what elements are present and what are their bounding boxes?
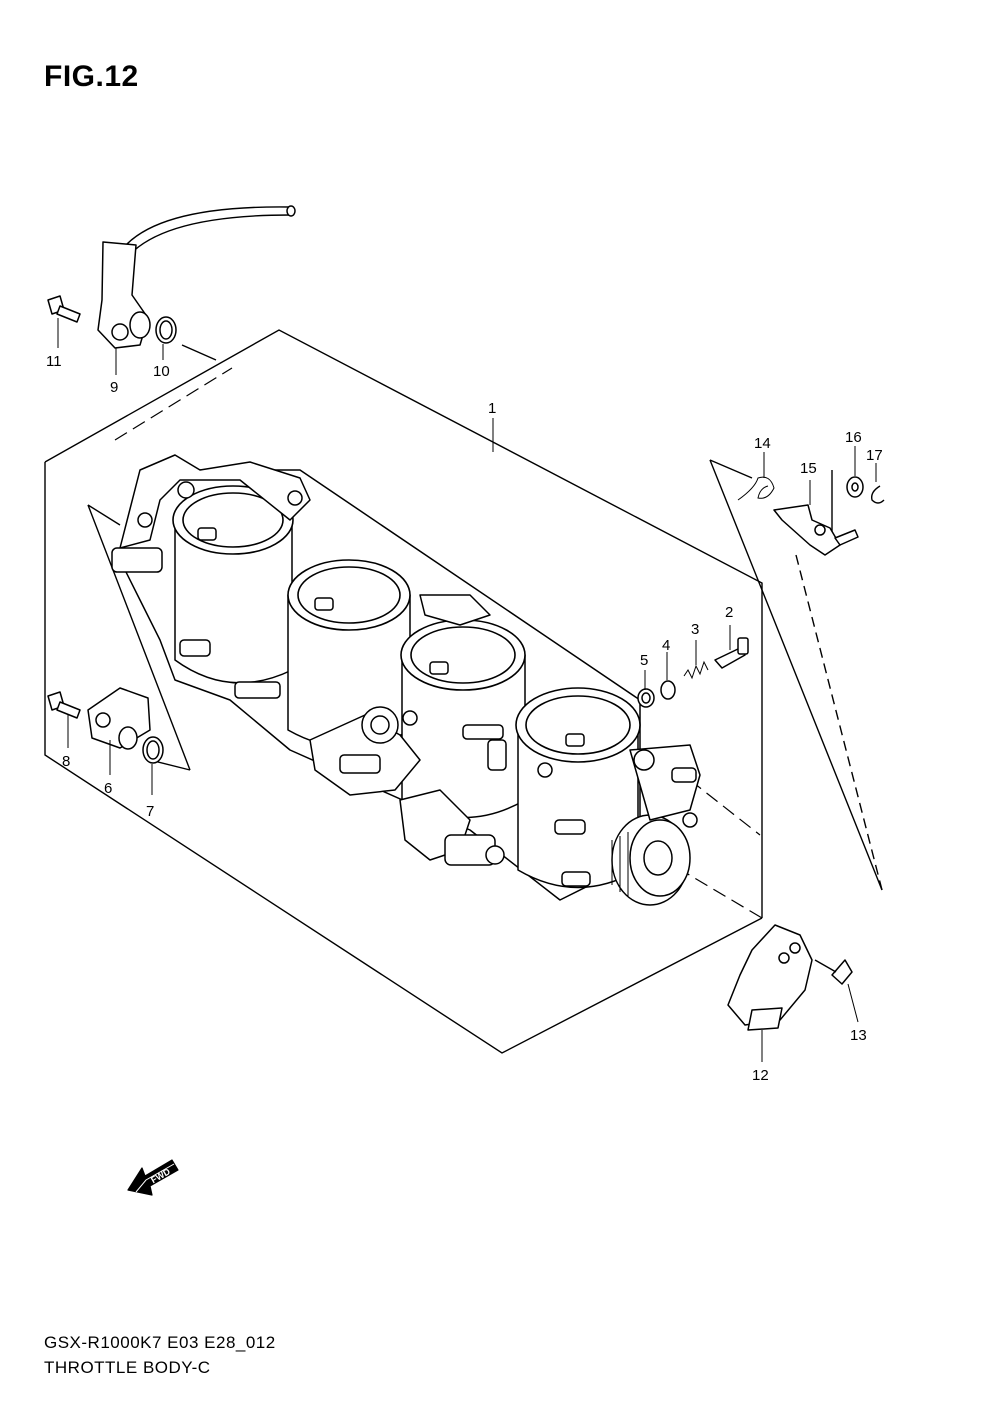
part-5-o-ring (637, 688, 655, 708)
sub-outline-right (709, 459, 883, 891)
callout-17: 17 (866, 447, 883, 464)
callout-5: 5 (640, 652, 648, 669)
callout-11: 11 (46, 353, 62, 370)
part-4-washer (660, 680, 676, 700)
assembly-outline (44, 329, 763, 1054)
callout-3: 3 (691, 621, 699, 638)
part-11-screw (47, 295, 81, 323)
part-14-spring (737, 476, 775, 501)
callout-2: 2 (725, 604, 733, 621)
leader-lines (57, 318, 877, 1062)
part-6-sensor (87, 687, 151, 750)
callout-13: 13 (850, 1027, 867, 1044)
callout-12: 12 (752, 1067, 769, 1084)
part-12-bracket (727, 924, 813, 1031)
callout-9: 9 (110, 379, 118, 396)
callout-labels: 1 2 3 4 5 6 7 8 9 10 11 12 13 14 15 16 1… (46, 353, 883, 1084)
part-3-spring (683, 660, 709, 680)
part-16-washer (846, 476, 864, 498)
figure-title: FIG.12 (44, 60, 139, 93)
part-9-sensor (97, 205, 296, 349)
callout-6: 6 (104, 780, 112, 797)
part-17-circlip (870, 485, 885, 504)
part-7-o-ring (142, 736, 164, 764)
section-name: THROTTLE BODY-C (44, 1358, 211, 1377)
callout-7: 7 (146, 803, 154, 820)
part-8-screw (47, 691, 81, 719)
throttle-body-assembly (111, 454, 701, 906)
callout-4: 4 (662, 637, 670, 654)
callout-16: 16 (845, 429, 862, 446)
callout-8: 8 (62, 753, 70, 770)
callout-1: 1 (488, 400, 496, 417)
part-13-bolt (814, 959, 853, 985)
model-code: GSX-R1000K7 E03 E28_012 (44, 1333, 276, 1352)
callout-14: 14 (754, 435, 771, 452)
part-10-o-ring (155, 316, 177, 344)
part-2-screw (714, 637, 749, 669)
fwd-arrow-icon: FWD (127, 1159, 179, 1196)
part-15-lever (773, 504, 859, 556)
callout-10: 10 (153, 363, 170, 380)
callout-15: 15 (800, 460, 817, 477)
